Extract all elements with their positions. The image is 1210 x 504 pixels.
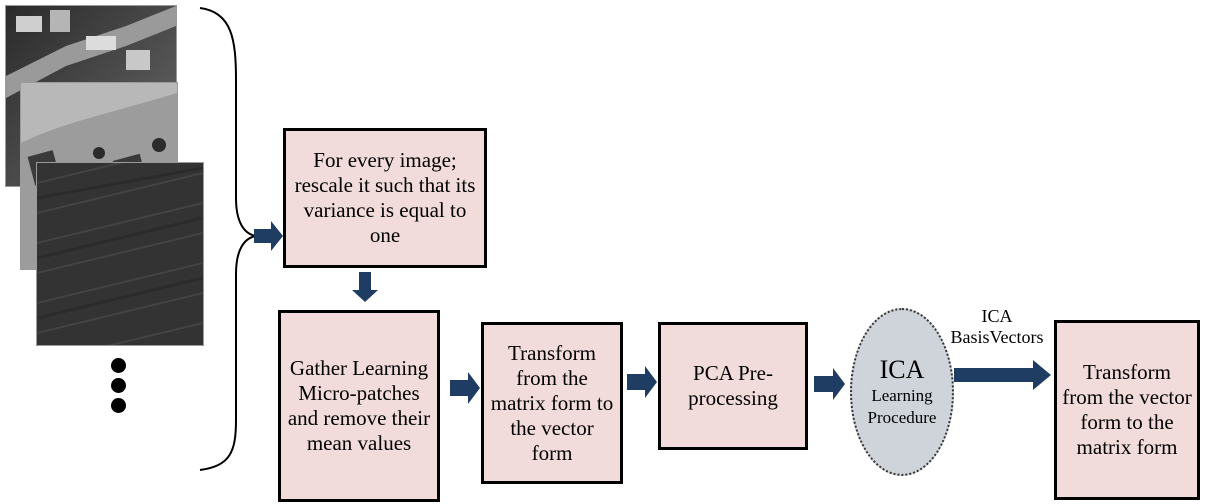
- arrow-right-to-rescale: [254, 221, 283, 251]
- node-ica-title: ICA: [879, 355, 925, 384]
- edge-label-ica-basis-vectors: ICA BasisVectors: [950, 306, 1044, 347]
- node-ica: ICA Learning Procedure: [850, 308, 954, 476]
- arrow-right-to-ica: [814, 368, 845, 400]
- arrow-down-to-gather: [352, 272, 378, 302]
- node-vector-to-matrix-label: Transform from the vector form to the ma…: [1062, 360, 1192, 459]
- arrow-right-to-matrix-vector: [450, 372, 480, 404]
- node-ica-subtitle: Learning Procedure: [867, 386, 937, 427]
- input-image-texture: [36, 162, 204, 346]
- ellipsis-dot: [111, 358, 126, 373]
- node-rescale: For every image; rescale it such that it…: [283, 128, 487, 268]
- ellipsis-dot: [111, 378, 126, 393]
- node-vector-to-matrix: Transform from the vector form to the ma…: [1054, 320, 1200, 500]
- node-matrix-to-vector: Transform from the matrix form to the ve…: [481, 322, 623, 484]
- node-matrix-to-vector-label: Transform from the matrix form to the ve…: [490, 340, 614, 465]
- node-rescale-label: For every image; rescale it such that it…: [294, 148, 476, 247]
- arrow-right-to-output: [954, 360, 1051, 390]
- curly-brace: [199, 7, 257, 471]
- texture-aerial-image: [37, 163, 203, 345]
- node-pca: PCA Pre-processing: [658, 322, 808, 450]
- arrow-right-to-pca: [627, 366, 657, 398]
- ellipsis-dot: [111, 398, 126, 413]
- node-gather: Gather Learning Micro-patches and remove…: [278, 310, 440, 502]
- node-pca-label: PCA Pre-processing: [688, 361, 778, 410]
- node-gather-label: Gather Learning Micro-patches and remove…: [287, 356, 431, 455]
